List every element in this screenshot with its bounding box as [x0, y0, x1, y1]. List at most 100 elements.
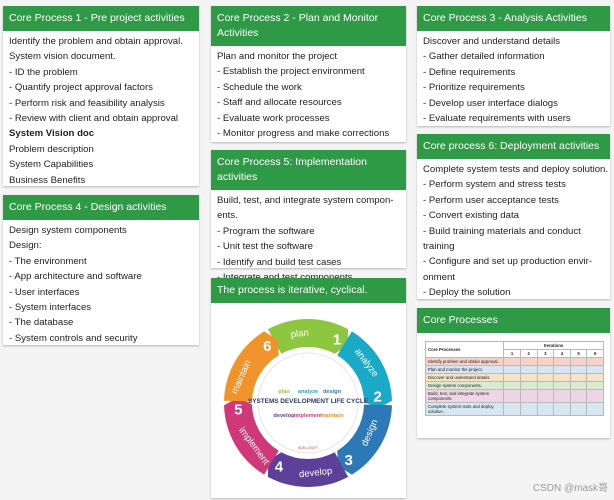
text-line: - Deploy the solution	[423, 287, 511, 299]
text-line: training	[423, 241, 455, 253]
table-cell-process: Discover and understand details.	[424, 373, 505, 382]
text-line: - Perform risk and feasibility analysis	[9, 97, 165, 109]
card-deployment: Core process 6: Deployment activities Co…	[417, 134, 610, 299]
text-line: Build, test, and integrate system compon…	[217, 195, 394, 206]
cycle-number: 1	[333, 331, 341, 348]
text-line: - Build training materials and conduct	[423, 225, 581, 237]
table-cell-process: Build, test, and integrate system compon…	[424, 389, 505, 403]
cycle-segment-develop	[267, 452, 349, 487]
table-row: Discover and understand details.	[424, 373, 604, 382]
table-cell-iteration	[536, 365, 555, 374]
card-iterative: The process is iterative, cyclical. plan…	[211, 278, 406, 498]
table-cell-iteration	[536, 389, 555, 403]
table-cell-iteration	[569, 365, 588, 374]
text-line: - User interfaces	[9, 286, 80, 298]
cycle-label-plan: plan	[290, 327, 309, 340]
cycle-inner-label-develop: develop	[273, 413, 295, 419]
table-cell-process: Design system components.	[424, 381, 505, 390]
cycle-number: 4	[275, 459, 284, 476]
text-line: System vision document.	[9, 51, 116, 63]
table-cell-iteration	[569, 373, 588, 382]
iteration-number: 5	[569, 349, 588, 358]
text-line: Plan and monitor the project	[217, 51, 337, 62]
text-line: - ID the problem	[9, 66, 78, 78]
cycle-segment-analyze	[337, 331, 392, 409]
cycle-inner-label-design: design	[323, 389, 342, 395]
table-cell-iteration	[586, 373, 604, 382]
cycle-inner-label-implement: implement	[294, 413, 322, 419]
table-cell-iteration	[536, 381, 555, 390]
text-line: System Capabilities	[9, 159, 94, 171]
text-line: Design system components	[9, 225, 127, 236]
cycle-segment-plan	[267, 319, 349, 354]
cycle-segment-design	[337, 404, 392, 475]
table-cell-iteration	[586, 402, 604, 416]
cycle-number: 3	[344, 452, 352, 469]
card-design: Core Process 4 - Design activities Desig…	[3, 195, 199, 345]
text-line: - The environment	[9, 255, 87, 267]
text-line: - Schedule the work	[217, 81, 302, 93]
cycle-inner-label-plan: plan	[278, 389, 290, 395]
text-line: - Perform system and stress tests	[423, 179, 566, 191]
card-title: Core Process 3 - Analysis Activities	[417, 6, 610, 31]
text-line: - Gather detailed information	[423, 51, 545, 63]
table-cell-iteration	[553, 365, 571, 374]
text-line: - Integrate and test components	[217, 270, 400, 285]
text-line: Business Benefits	[9, 174, 86, 186]
text-line: - Develop user interface dialogs	[423, 97, 558, 109]
table-cell-iteration	[586, 381, 604, 390]
table-header-iterations: Iterations	[503, 341, 604, 350]
table-row: Build, test, and integrate system compon…	[424, 389, 604, 403]
text-line-bold: System Vision doc	[9, 128, 95, 140]
text-line: - Establish the project environment	[217, 66, 365, 78]
text-line: - Unit test the software	[217, 241, 313, 253]
card-title: Core process 6: Deployment activities	[417, 134, 610, 159]
table-cell-iteration	[503, 357, 521, 366]
card-title: The process is iterative, cyclical.	[211, 278, 406, 303]
card-title: Core Process 4 - Design activities	[3, 195, 199, 220]
table-cell-iteration	[519, 402, 538, 416]
text-line: - Evaluate requirements with users	[423, 113, 571, 125]
text-line: - Prioritize requirements	[423, 82, 525, 94]
card-title-line: Activities	[217, 27, 259, 39]
text-line: ents.	[217, 210, 238, 222]
cycle-segment-implement	[224, 397, 279, 475]
card-implementation: Core Process 5: Implementation activitie…	[211, 150, 406, 283]
cycle-inner-label-analyze: analyze	[298, 389, 318, 395]
table-cell-iteration	[519, 365, 538, 374]
table-cell-iteration	[503, 365, 521, 374]
text-line: - Program the software	[217, 225, 315, 237]
iteration-number: 6	[586, 349, 604, 358]
iteration-number: 2	[519, 349, 538, 358]
text-line: onment	[423, 271, 455, 283]
card-core-processes: Core Processes Core Processes Iterations…	[417, 308, 610, 438]
table-row: Identify problem and obtain approval.	[424, 357, 604, 366]
table-cell-iteration	[503, 402, 521, 416]
table-header-core-processes: Core Processes	[424, 341, 505, 358]
table-cell-process: Plan and monitor the project.	[424, 365, 505, 374]
table-cell-iteration	[586, 365, 604, 374]
table-cell-iteration	[503, 373, 521, 382]
text-line: Discover and understand details	[423, 36, 561, 47]
text-line: - Review with client and obtain approval	[9, 113, 179, 125]
table-cell-iteration	[586, 389, 604, 403]
iteration-number: 4	[553, 349, 571, 358]
card-analysis: Core Process 3 - Analysis Activities Dis…	[417, 6, 610, 126]
table-cell-process: Complete system tests and deploy solutio…	[424, 402, 505, 416]
brand-logo-text: INTELLISOFT	[298, 446, 318, 450]
table-cell-iteration	[519, 381, 538, 390]
table-cell-iteration	[553, 381, 571, 390]
table-cell-iteration	[519, 373, 538, 382]
cycle-inner-label-maintain: maintain	[320, 413, 344, 419]
iteration-number: 1	[503, 349, 521, 358]
table-cell-iteration	[569, 357, 588, 366]
table-cell-process: Identify problem and obtain approval.	[424, 357, 505, 366]
table-cell-iteration	[503, 381, 521, 390]
text-line: - System controls and security	[9, 332, 138, 344]
text-line: - Staff and allocate resources	[217, 97, 342, 109]
text-line: - Configure and set up production envir-	[423, 256, 593, 268]
table-row: Complete system tests and deploy solutio…	[424, 402, 604, 416]
table-cell-iteration	[569, 389, 588, 403]
cycle-segment-maintain	[224, 331, 279, 402]
